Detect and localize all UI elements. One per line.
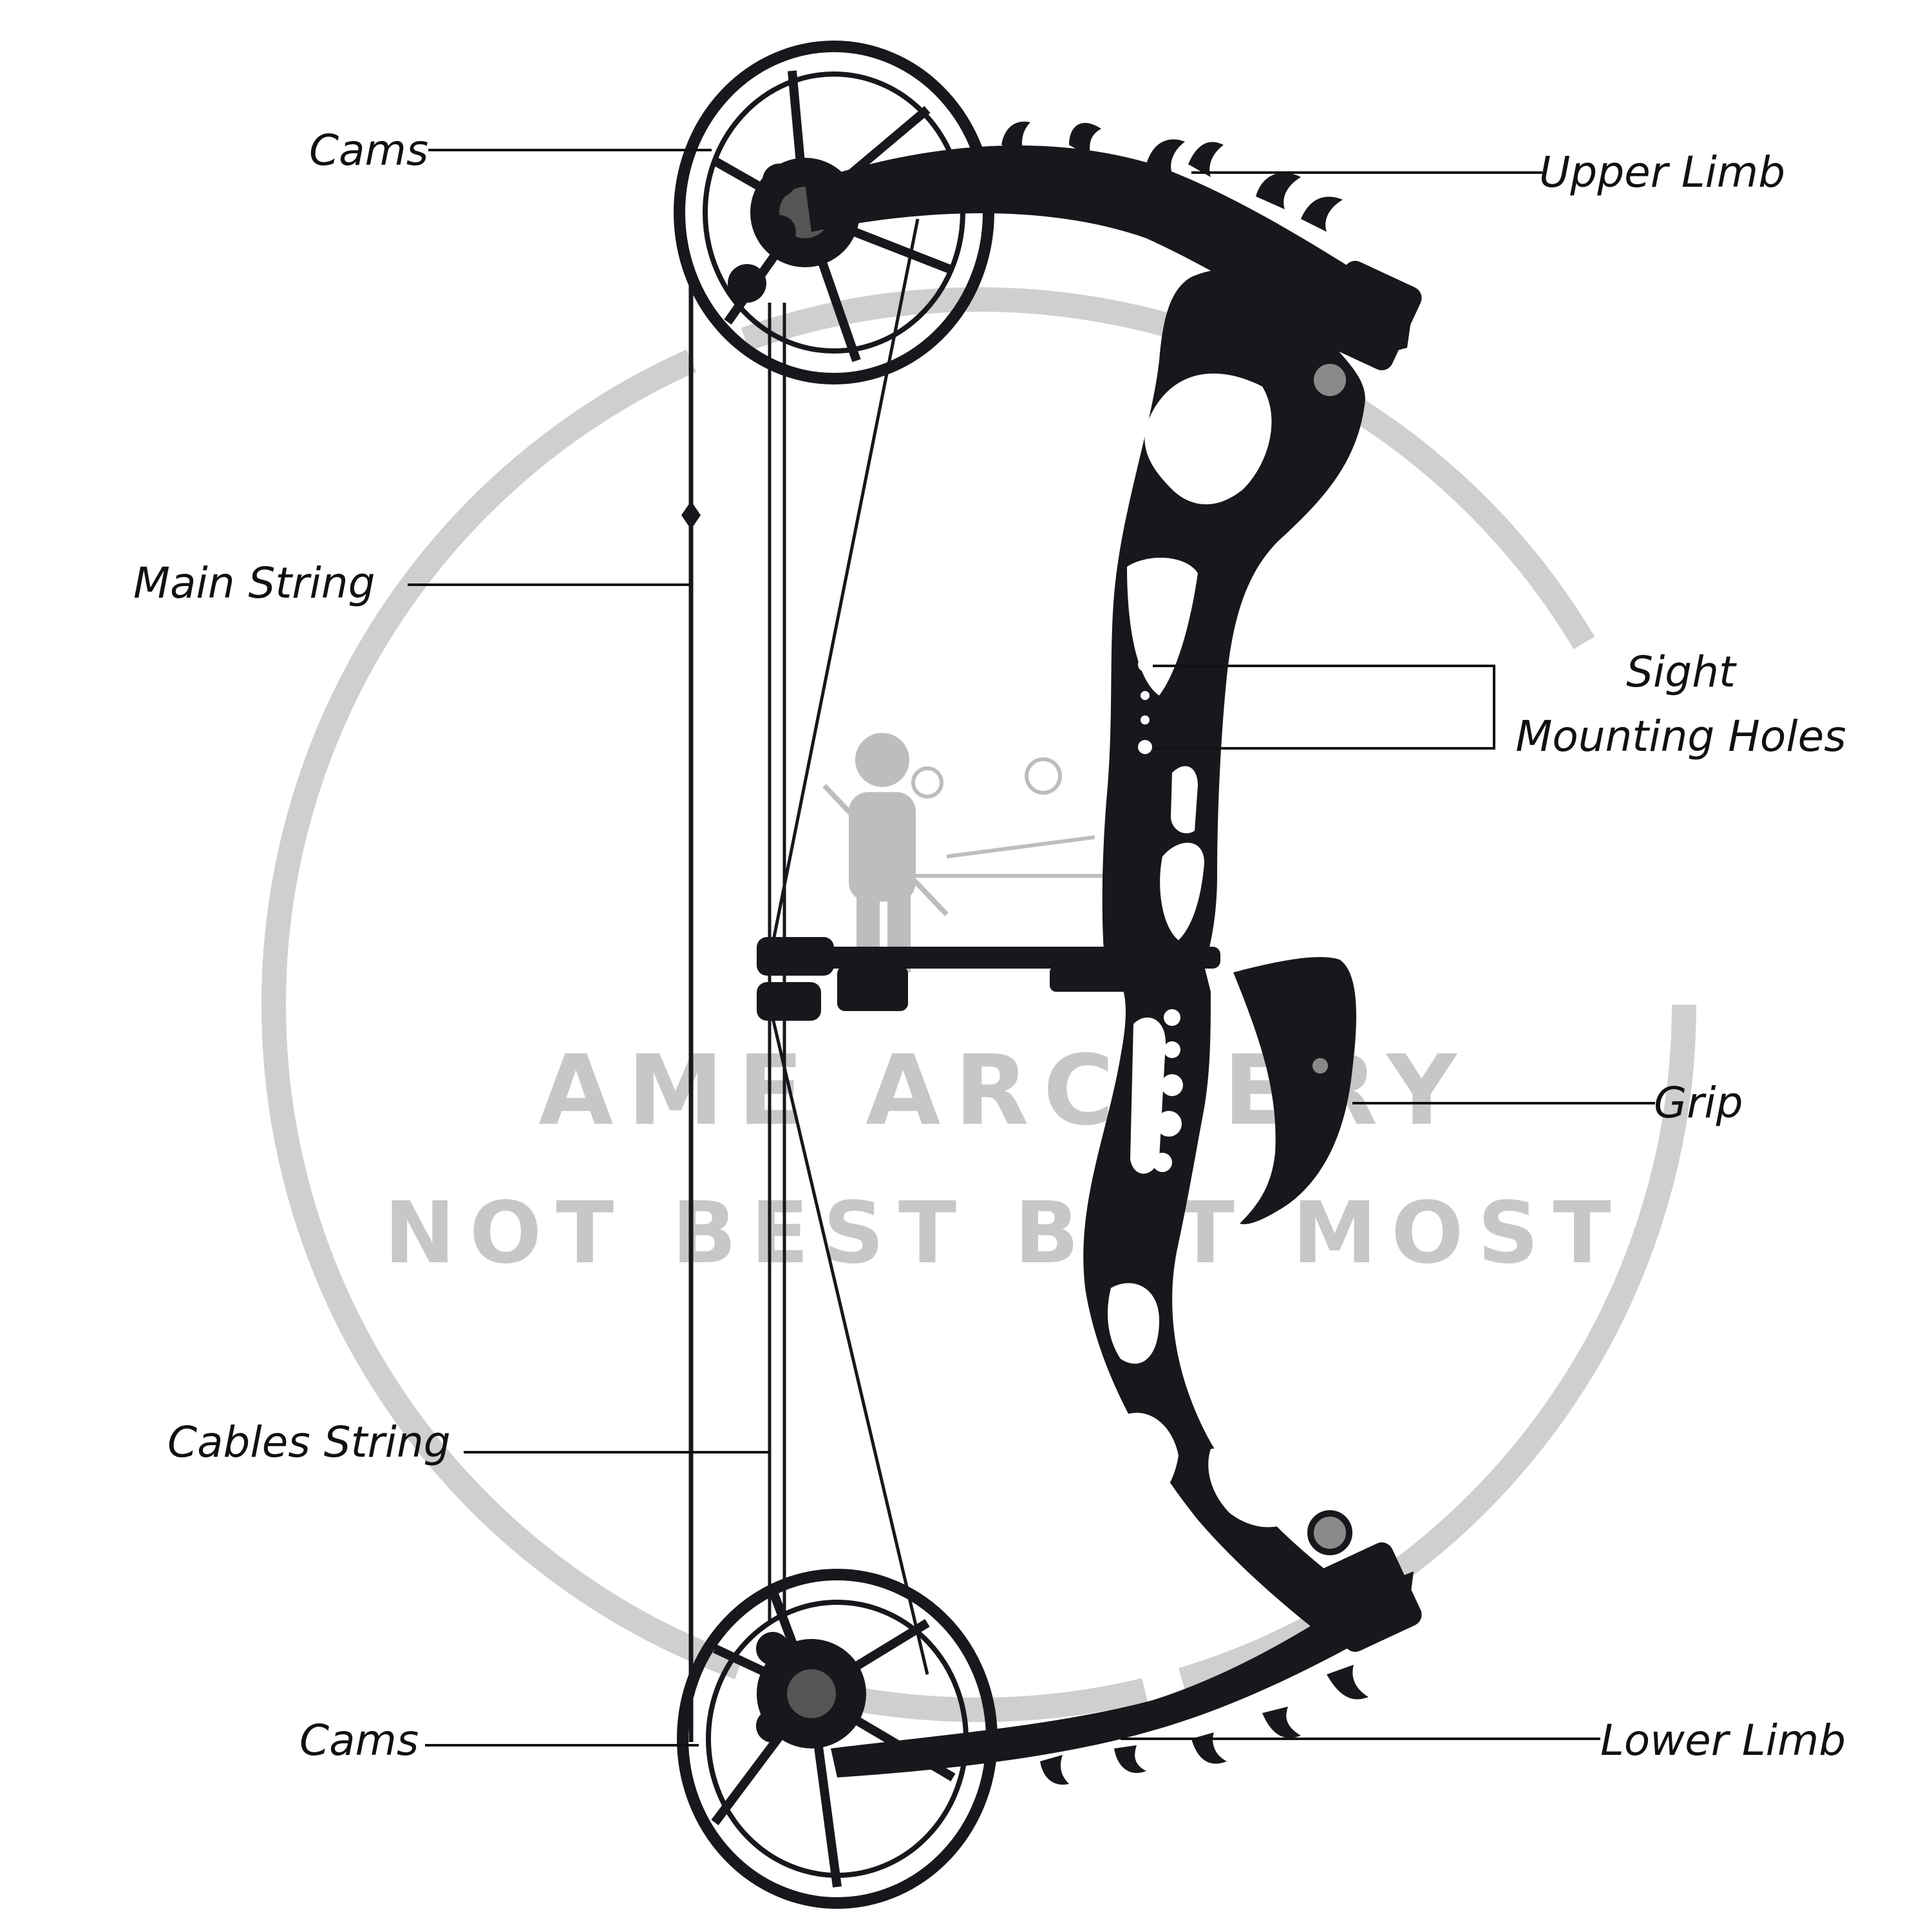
label-lower-limb: Lower Limb [1600,1716,1846,1765]
lower-limb [831,1571,1414,1777]
label-upper-limb: Upper Limb [1539,147,1785,197]
upper-limb-pocket [1315,261,1422,370]
leader-sight-holes [1153,665,1495,750]
watermark-slogan: NOT BEST BUT MOST [384,1184,1625,1283]
grip [1233,957,1356,1224]
cable-guard [757,937,1220,1021]
label-main-string: Main String [133,558,375,608]
lower-cam [677,1569,998,1909]
grip-screw [1312,1058,1328,1074]
watermark: AME ARCHERY NOT BEST BUT MOST [261,287,1696,1722]
watermark-figure [822,733,1108,972]
label-cables-string: Cables String [167,1417,451,1467]
watermark-ring [261,287,1696,1722]
labels: Cams Upper Limb Main String Sight Mounti… [133,126,1846,1765]
label-sight-line2: Mounting Holes [1515,712,1846,761]
label-cams-bottom: Cams [299,1716,419,1765]
string-peep [681,501,701,529]
sight-mounting-holes [1138,658,1152,754]
riser-cutouts [1108,374,1307,1528]
lower-limb-pocket [1315,1542,1422,1652]
label-grip: Grip [1654,1078,1743,1128]
label-sight-line1: Sight [1626,647,1737,697]
grip-holes [1153,1009,1183,1172]
limb-dampeners-upper [1001,121,1343,232]
upper-limb [805,145,1414,361]
limb-dampeners-lower [1040,1665,1368,1785]
limb-bolts [1307,357,1352,1555]
label-cams-top: Cams [309,126,428,175]
leader-lines [408,149,1655,1747]
compound-bow [674,41,1422,1909]
